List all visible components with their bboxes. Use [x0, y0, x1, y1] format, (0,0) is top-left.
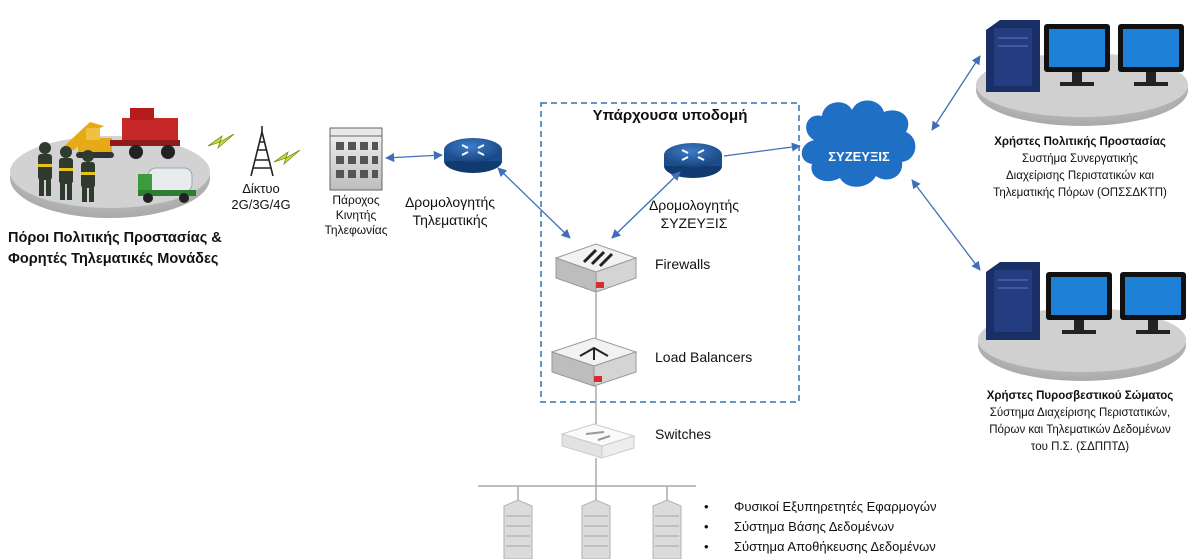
firewall-device-icon — [554, 243, 638, 293]
mobile-provider-label-line2: Κινητής — [335, 208, 377, 222]
syzefxis-router-icon — [664, 143, 722, 178]
list-item: •Φυσικοί Εξυπηρετητές Εφαρμογών — [704, 499, 937, 514]
resources-title-line1: Πόροι Πολιτικής Προστασίας & — [8, 230, 222, 246]
internal-links — [478, 292, 696, 500]
list-item: •Σύστημα Βάσης Δεδομένων — [704, 519, 895, 534]
telematics-router-label-line1: Δρομολογητής — [404, 194, 496, 210]
list-item-text: Σύστημα Αποθήκευσης Δεδομένων — [734, 539, 936, 554]
server-rack-icon — [581, 499, 611, 559]
syzefxis-router-label-line2: ΣΥΖΕΥΞΙΣ — [660, 215, 728, 231]
infrastructure-boundary — [540, 102, 800, 403]
tanker-truck-icon — [138, 167, 196, 203]
mobile-provider-label-line1: Πάροχος — [332, 193, 380, 207]
excavator-icon — [62, 122, 114, 158]
civil-users-title: Χρήστες Πολιτικής Προστασίας — [994, 136, 1166, 148]
load-balancer-device-icon — [550, 337, 638, 387]
civil-protection-workstation-icon — [976, 20, 1188, 126]
syzefxis-router-label-line1: Δρομολογητής — [648, 197, 740, 213]
switches-label: Switches — [655, 426, 712, 442]
civil-users-line1: Συστήμα Συνεργατικής — [1022, 153, 1138, 165]
list-item-text: Φυσικοί Εξυπηρετητές Εφαρμογών — [734, 499, 937, 514]
fire-users-line1: Σύστημα Διαχείρισης Περιστατικών, — [989, 407, 1171, 419]
server-rack-icon — [652, 499, 682, 559]
cloud-label: ΣΥΖΕΥΞΙΣ — [828, 149, 890, 164]
network-label-line1: Δίκτυο — [242, 181, 280, 196]
switch-device-icon — [560, 423, 636, 459]
mobile-provider-label-line3: Τηλεφωνίας — [324, 223, 388, 237]
load-balancers-label: Load Balancers — [655, 349, 753, 365]
syzefxis-cloud-icon — [801, 100, 916, 187]
civil-users-line2: Διαχείρισης Περιστατικών και — [1005, 170, 1155, 182]
list-item: •Σύστημα Αποθήκευσης Δεδομένων — [704, 539, 936, 554]
fire-users-title: Χρήστες Πυροσβεστικού Σώματος — [986, 390, 1174, 402]
list-item-text: Σύστημα Βάσης Δεδομένων — [734, 519, 895, 534]
firefighters-icon — [38, 142, 95, 202]
firewalls-label: Firewalls — [655, 256, 711, 272]
mobile-provider-building-icon — [329, 127, 383, 191]
harvester-icon — [110, 108, 180, 159]
fire-users-line3: του Π.Σ. (ΣΔΠΠΤΔ) — [1030, 441, 1130, 453]
wireless-signal-icon — [207, 133, 301, 166]
antenna-tower-icon — [250, 126, 274, 177]
servers-bullet-list: •Φυσικοί Εξυπηρετητές Εφαρμογών •Σύστημα… — [704, 497, 937, 557]
telematics-router-icon — [444, 138, 502, 173]
telematics-router-label-line2: Τηλεματικής — [412, 212, 488, 228]
server-rack-icon — [503, 499, 533, 559]
fire-users-line2: Πόρων και Τηλεματικών Δεδομένων — [989, 424, 1171, 436]
network-label-line2: 2G/3G/4G — [231, 197, 291, 212]
civil-users-line3: Τηλεματικής Πόρων (ΟΠΣΣΔΚΤΠ) — [993, 187, 1167, 199]
connection-arrows — [385, 55, 981, 271]
infrastructure-title: Υπάρχουσα υποδομή — [592, 107, 748, 124]
fire-service-workstation-icon — [978, 262, 1186, 381]
resources-title-line2: Φορητές Τηλεματικές Μονάδες — [8, 251, 219, 267]
